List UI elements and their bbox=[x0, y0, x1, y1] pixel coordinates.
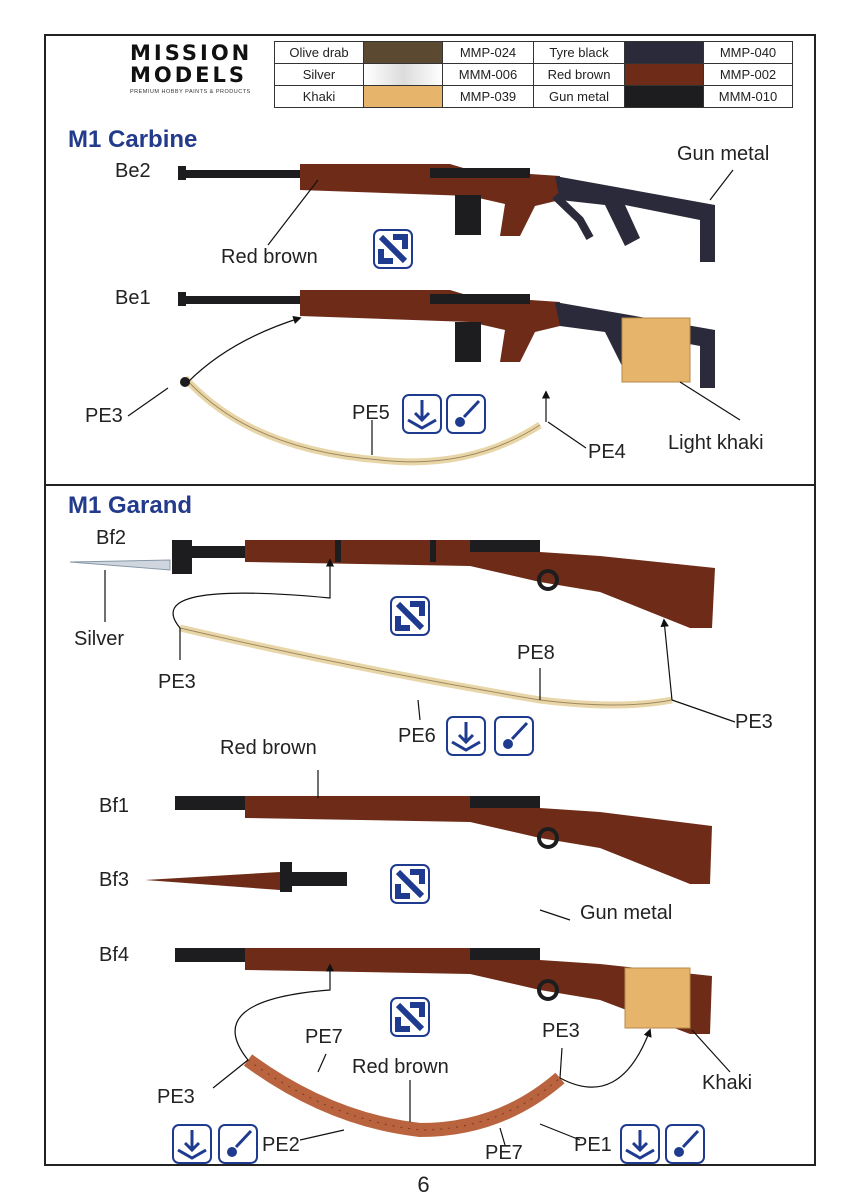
garand-bf4-rifle bbox=[175, 948, 712, 1034]
paint-label: Red brown bbox=[220, 737, 317, 759]
part-label: PE7 bbox=[485, 1142, 523, 1164]
fold-down-icon bbox=[172, 1124, 212, 1164]
legend-code: MMM-006 bbox=[442, 63, 534, 86]
part-label: PE8 bbox=[517, 642, 555, 664]
paint-label: Light khaki bbox=[668, 432, 764, 454]
section-title-garand: M1 Garand bbox=[68, 492, 193, 519]
legend-code: MMM-010 bbox=[703, 85, 793, 108]
legend-name: Gun metal bbox=[533, 85, 625, 108]
part-label: PE3 bbox=[157, 1086, 195, 1108]
assembly-icon bbox=[390, 596, 430, 636]
part-label: PE3 bbox=[735, 711, 773, 733]
paint-legend-table: Olive drab MMP-024 Tyre black MMP-040 Si… bbox=[274, 41, 793, 108]
legend-row: Khaki MMP-039 Gun metal MMM-010 bbox=[274, 85, 793, 108]
section-divider bbox=[44, 484, 816, 486]
legend-row: Silver MMM-006 Red brown MMP-002 bbox=[274, 63, 793, 86]
part-label-bf4: Bf4 bbox=[99, 944, 130, 966]
brand-logo: MISSION MODELS PREMIUM HOBBY PAINTS & PR… bbox=[130, 42, 270, 95]
fold-down-icon bbox=[620, 1124, 660, 1164]
assembly-icon bbox=[390, 864, 430, 904]
part-label-bf1: Bf1 bbox=[99, 795, 130, 817]
garand-bf1-rifle bbox=[175, 796, 712, 884]
part-label: PE1 bbox=[574, 1134, 612, 1156]
part-label: PE5 bbox=[352, 402, 390, 424]
paint-label: Silver bbox=[74, 628, 125, 650]
fold-down-icon bbox=[402, 394, 442, 434]
part-label-bf2: Bf2 bbox=[96, 527, 127, 549]
assembly-icon bbox=[373, 229, 413, 269]
brand-tagline: PREMIUM HOBBY PAINTS & PRODUCTS bbox=[130, 89, 251, 95]
paint-label: Gun metal bbox=[580, 902, 673, 924]
legend-name: Khaki bbox=[274, 85, 364, 108]
paint-drop-icon bbox=[665, 1124, 705, 1164]
legend-code: MMP-002 bbox=[703, 63, 793, 86]
legend-name: Silver bbox=[274, 63, 364, 86]
paint-label: Red brown bbox=[352, 1056, 449, 1078]
assembly-icon bbox=[390, 997, 430, 1037]
paint-drop-icon bbox=[218, 1124, 258, 1164]
part-label-bf3: Bf3 bbox=[99, 869, 130, 891]
part-label: PE6 bbox=[398, 725, 436, 747]
brand-line1: MISSION bbox=[130, 41, 253, 65]
leader-lines bbox=[104, 169, 741, 1146]
fold-down-icon bbox=[446, 716, 486, 756]
legend-code: MMP-039 bbox=[442, 85, 534, 108]
paint-label: Gun metal bbox=[677, 143, 770, 165]
part-label: PE3 bbox=[158, 671, 196, 693]
page-number: 6 bbox=[417, 1172, 430, 1197]
paint-label: Khaki bbox=[702, 1072, 753, 1094]
part-label: PE4 bbox=[588, 441, 626, 463]
legend-swatch bbox=[624, 85, 704, 108]
section-title-carbine: M1 Carbine bbox=[68, 126, 198, 153]
garand-bf2-rifle bbox=[69, 540, 715, 628]
page-frame bbox=[44, 34, 816, 1166]
paint-label: Red brown bbox=[221, 246, 318, 268]
brand-line2: MODELS bbox=[130, 63, 248, 87]
legend-swatch bbox=[624, 63, 704, 86]
carbine-be1-rifle bbox=[178, 290, 715, 466]
paint-drop-icon bbox=[446, 394, 486, 434]
part-label-be1: Be1 bbox=[115, 287, 151, 309]
legend-swatch bbox=[624, 41, 704, 64]
part-label: PE3 bbox=[85, 405, 123, 427]
part-label: PE7 bbox=[305, 1026, 343, 1048]
carbine-be2-rifle bbox=[178, 164, 715, 262]
paint-drop-icon bbox=[494, 716, 534, 756]
legend-swatch bbox=[363, 63, 443, 86]
garand-bf3-bayonet bbox=[145, 862, 347, 892]
part-label-be2: Be2 bbox=[115, 160, 151, 182]
part-label: PE3 bbox=[542, 1020, 580, 1042]
part-label: PE2 bbox=[262, 1134, 300, 1156]
